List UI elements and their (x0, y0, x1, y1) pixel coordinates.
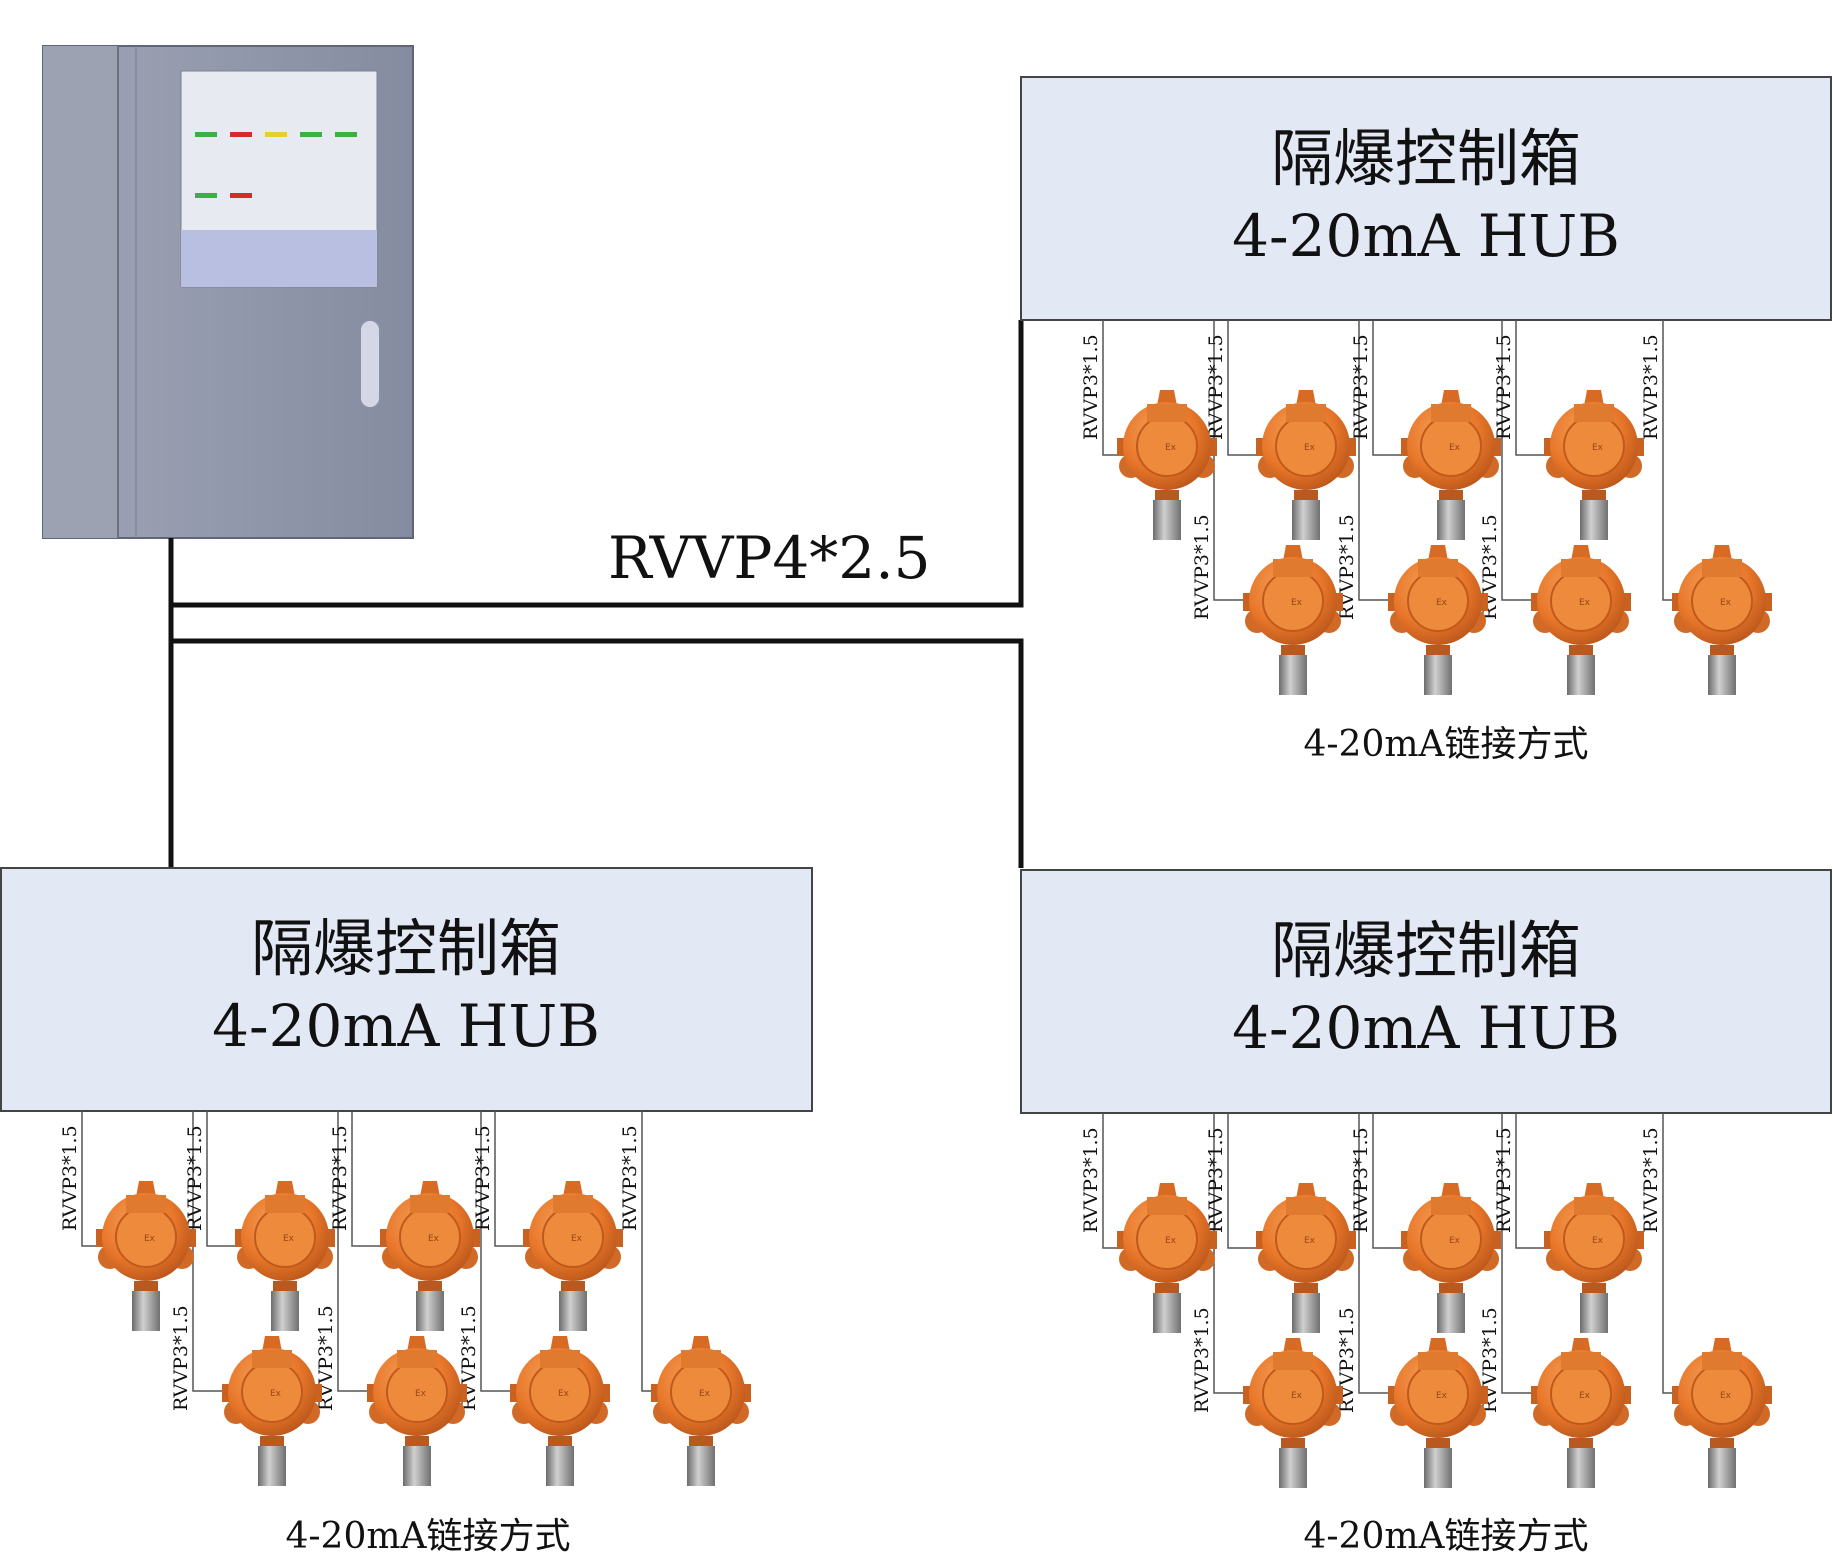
branch-cable (351, 1111, 390, 1247)
trunk-wiring (168, 320, 1024, 868)
branch-cable (1102, 320, 1127, 456)
cable-spec-label: RVVP3*1.5 (1493, 334, 1515, 440)
cable-spec-label: RVVP3*1.5 (1640, 1127, 1662, 1233)
mode-label: 4-20mA链接方式 (285, 1516, 570, 1557)
branch-cable (192, 1111, 232, 1392)
branch-cable (1372, 320, 1411, 456)
mode-label: 4-20mA链接方式 (1303, 724, 1588, 765)
hub-title: 隔爆控制箱 (251, 912, 561, 985)
hub-subtitle: 4-20mA HUB (1232, 994, 1620, 1062)
gas-detector (1543, 1182, 1645, 1334)
cable-spec-label: RVVP3*1.5 (59, 1125, 81, 1231)
branch-cable (480, 1111, 520, 1392)
branch-cable (1515, 1113, 1554, 1249)
branch-cable (1213, 1113, 1253, 1394)
hub-subtitle: 4-20mA HUB (212, 992, 600, 1060)
screen-indicators (195, 132, 357, 198)
branch-cable (1501, 320, 1541, 601)
branch-cable (1501, 1113, 1541, 1394)
cable-spec-label: RVVP3*1.5 (1493, 1127, 1515, 1233)
cable-spec-label: RVVP3*1.5 (329, 1125, 351, 1231)
branch-cable (1227, 1113, 1266, 1249)
branch-cable (1662, 1113, 1682, 1394)
branch-cable (1213, 320, 1253, 601)
cable-spec-label: RVVP3*1.5 (1191, 1307, 1213, 1413)
hub-box-bottom-left: 隔爆控制箱 4-20mA HUB (0, 867, 813, 1112)
cable-spec-label: RVVP3*1.5 (1350, 1127, 1372, 1233)
cabinet-handle (359, 319, 381, 409)
hub-title: 隔爆控制箱 (1271, 914, 1581, 987)
cable-spec-label: RVVP3*1.5 (1640, 334, 1662, 440)
branch-cable (337, 1111, 377, 1392)
hub-title: 隔爆控制箱 (1271, 122, 1581, 195)
cable-spec-label: RVVP3*1.5 (170, 1305, 192, 1411)
cable-spec-label: RVVP3*1.5 (1080, 334, 1102, 440)
branch-cable (1358, 1113, 1398, 1394)
branch-cable (1227, 320, 1266, 456)
controller-cabinet (42, 45, 414, 539)
trunk-cable-label: RVVP4*2.5 (608, 524, 931, 592)
cable-spec-label: RVVP3*1.5 (1191, 514, 1213, 620)
cable-spec-label: RVVP3*1.5 (1205, 334, 1227, 440)
gas-detector (509, 1335, 611, 1487)
cable-spec-label: RVVP3*1.5 (1350, 334, 1372, 440)
hub-subtitle: 4-20mA HUB (1232, 202, 1620, 270)
gas-detector (1530, 1337, 1632, 1489)
branch-cable (1358, 320, 1398, 601)
hub-box-top-right: 隔爆控制箱 4-20mA HUB (1020, 76, 1832, 321)
branch-cable (1662, 320, 1682, 601)
gas-detector (1543, 389, 1645, 541)
cable-spec-label: RVVP3*1.5 (472, 1125, 494, 1231)
branch-cable (1515, 320, 1554, 456)
gas-detector (1242, 1337, 1344, 1489)
mode-label: 4-20mA链接方式 (1303, 1516, 1588, 1557)
gas-detector (650, 1335, 752, 1487)
gas-detector (1387, 1337, 1489, 1489)
branch-cable (1372, 1113, 1411, 1249)
gas-detector (1387, 544, 1489, 696)
branch-cable (641, 1111, 661, 1392)
cable-spec-label: RVVP3*1.5 (184, 1125, 206, 1231)
gas-detector (1671, 544, 1773, 696)
branch-cable (81, 1111, 106, 1247)
hub-box-bottom-right: 隔爆控制箱 4-20mA HUB (1020, 869, 1832, 1114)
gas-detector (1530, 544, 1632, 696)
gas-detector (1242, 544, 1344, 696)
gas-detector (366, 1335, 468, 1487)
gas-detector (522, 1180, 624, 1332)
branch-cable (206, 1111, 245, 1247)
cable-spec-label: RVVP3*1.5 (1205, 1127, 1227, 1233)
cable-spec-label: RVVP3*1.5 (1080, 1127, 1102, 1233)
branch-cable (1102, 1113, 1127, 1249)
gas-detector (221, 1335, 323, 1487)
cable-spec-label: RVVP3*1.5 (619, 1125, 641, 1231)
branch-cable (494, 1111, 533, 1247)
gas-detector (1671, 1337, 1773, 1489)
